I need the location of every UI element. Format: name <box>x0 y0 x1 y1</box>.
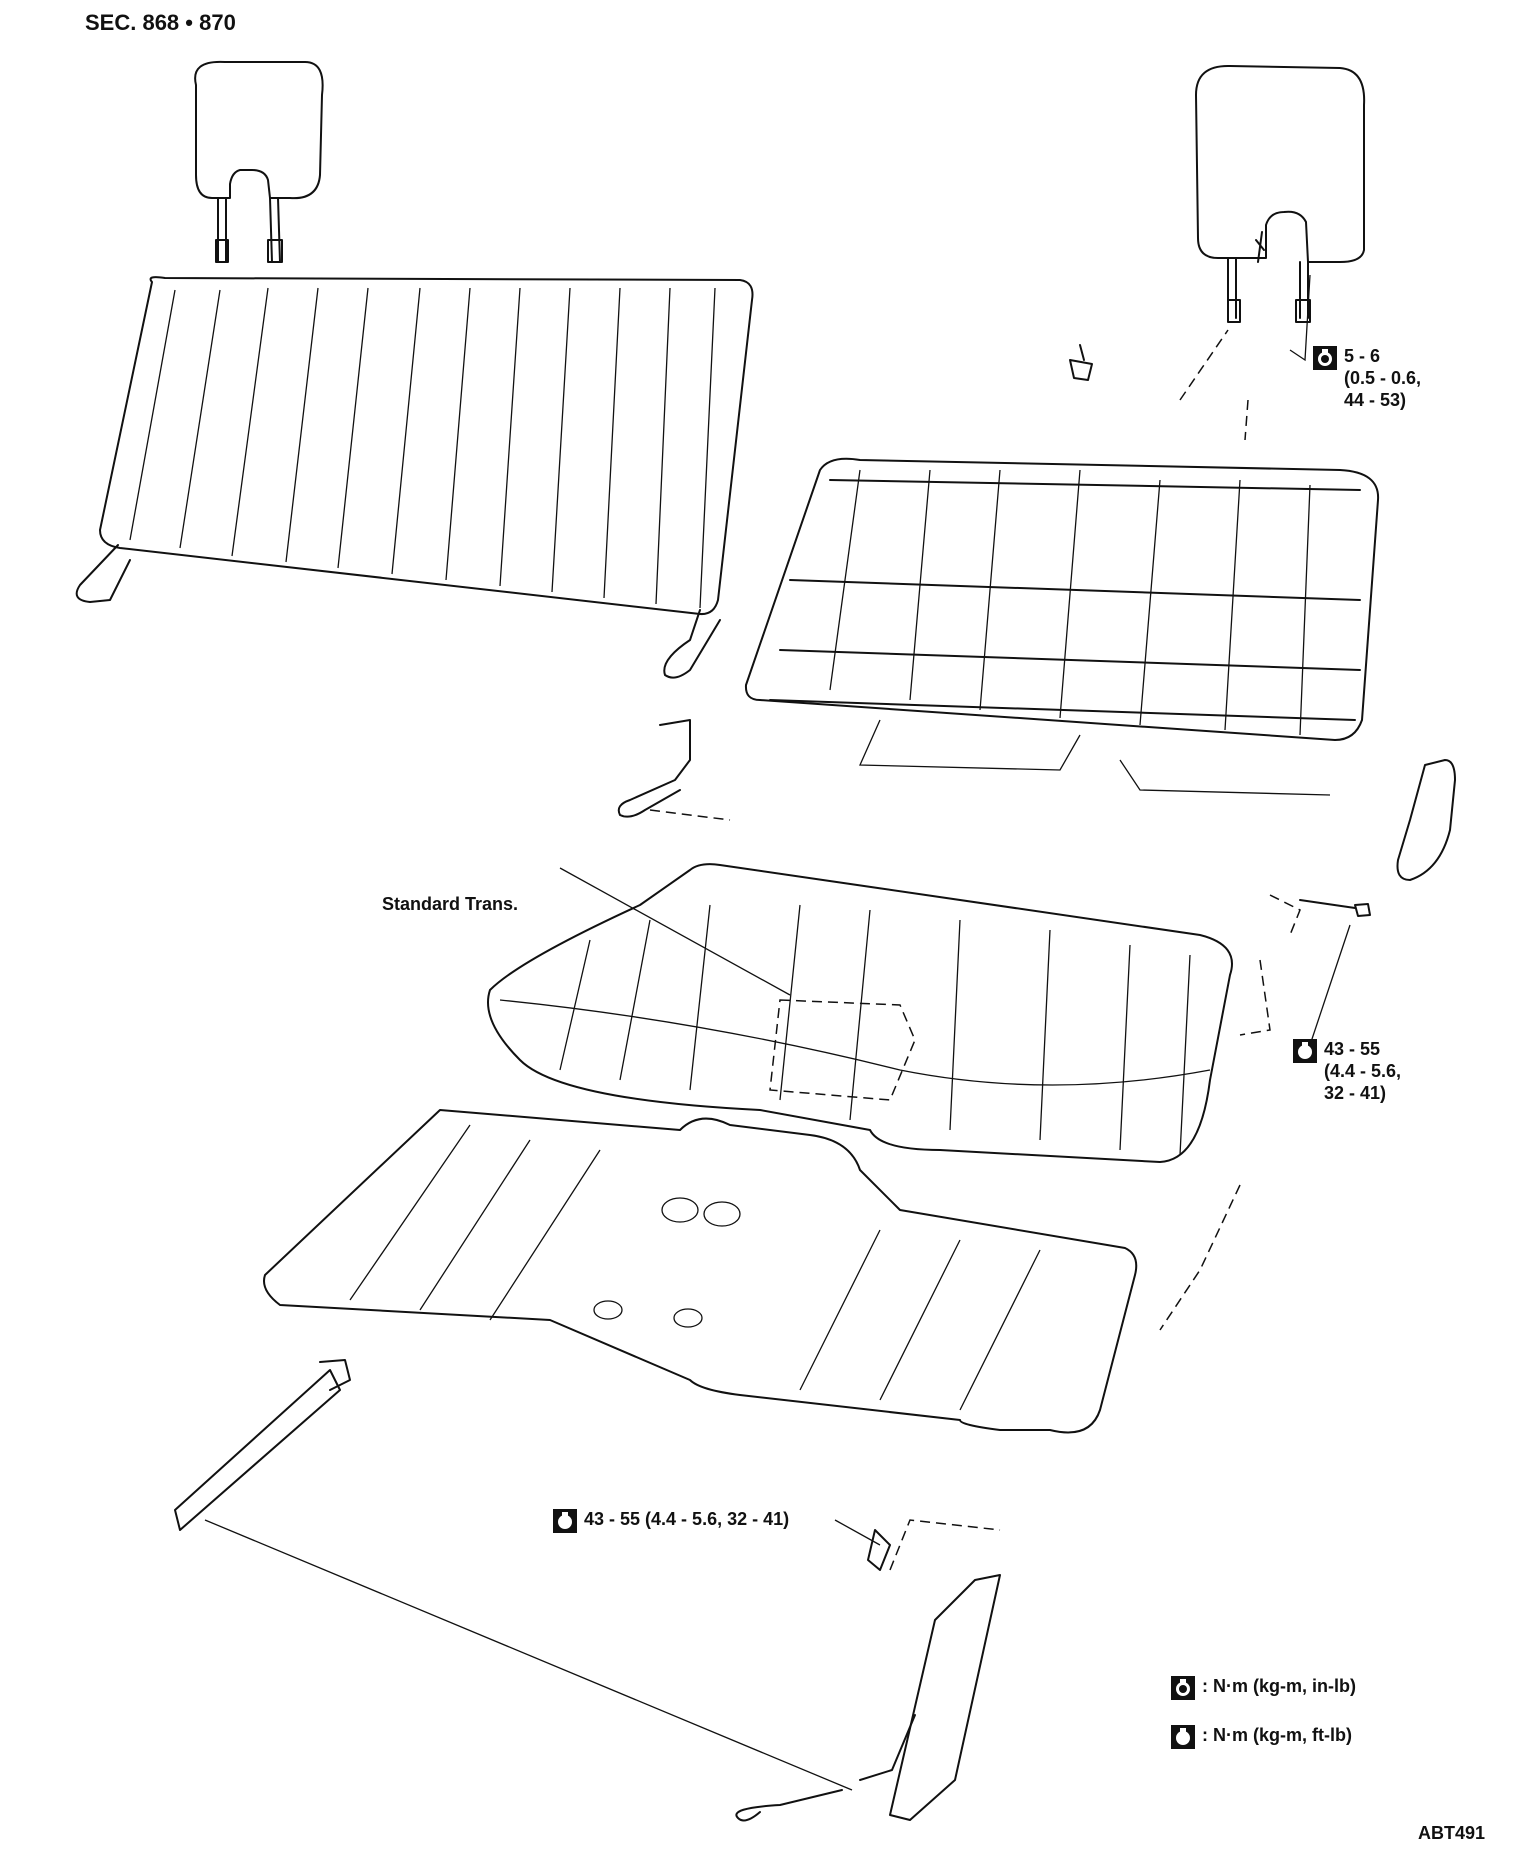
nm-kgm-ftlb-icon <box>1171 1725 1195 1749</box>
seatback-torque-line-3: 32 - 41) <box>1324 1083 1387 1103</box>
figure-id: ABT491 <box>1418 1823 1486 1843</box>
right-headrest <box>1195 64 1366 323</box>
seatback-cushion <box>75 276 754 679</box>
headrest-torque-line-1: 5 - 6 <box>1344 346 1381 366</box>
seat-cushion <box>487 863 1233 1163</box>
track-torque-text: 43 - 55 (4.4 - 5.6, 32 - 41) <box>584 1509 790 1529</box>
nm-kgm-inlb-icon <box>1313 346 1337 370</box>
headrest-bolt-torque: 5 - 6 (0.5 - 0.6, 44 - 53) <box>1312 345 1421 411</box>
left-headrest <box>194 60 324 263</box>
legend-text-ftlb: : N·m (kg-m, ft-lb) <box>1202 1725 1352 1745</box>
seatback-bolt-torque: 43 - 55 (4.4 - 5.6, 32 - 41) <box>1292 1038 1401 1104</box>
right-seat-rail <box>735 1519 1001 1822</box>
hinge-brackets <box>617 719 1456 1036</box>
legend-item-ftlb: : N·m (kg-m, ft-lb) <box>1170 1724 1352 1750</box>
headrest-bolt-leader <box>1289 274 1311 362</box>
headrest-torque-line-3: 44 - 53) <box>1344 390 1407 410</box>
left-seat-rail <box>174 1359 853 1791</box>
nm-kgm-ftlb-icon <box>1293 1039 1317 1063</box>
legend-item-inlb: : N·m (kg-m, in-lb) <box>1170 1675 1356 1701</box>
section-reference: SEC. 868 • 870 <box>85 10 236 35</box>
seatback-torque-line-2: (4.4 - 5.6, <box>1324 1061 1402 1081</box>
legend-text-inlb: : N·m (kg-m, in-lb) <box>1202 1676 1356 1696</box>
seatback-frame <box>744 329 1380 796</box>
nm-kgm-ftlb-icon <box>553 1509 577 1533</box>
headrest-torque-line-2: (0.5 - 0.6, <box>1344 368 1422 388</box>
track-bolt-torque: 43 - 55 (4.4 - 5.6, 32 - 41) <box>552 1508 789 1534</box>
seat-frame <box>263 1109 1241 1434</box>
nm-kgm-inlb-icon <box>1171 1676 1195 1700</box>
seatback-torque-line-1: 43 - 55 <box>1324 1039 1381 1059</box>
standard-trans-label: Standard Trans. <box>382 894 519 914</box>
seatback-bolt-leader <box>1304 924 1351 1061</box>
